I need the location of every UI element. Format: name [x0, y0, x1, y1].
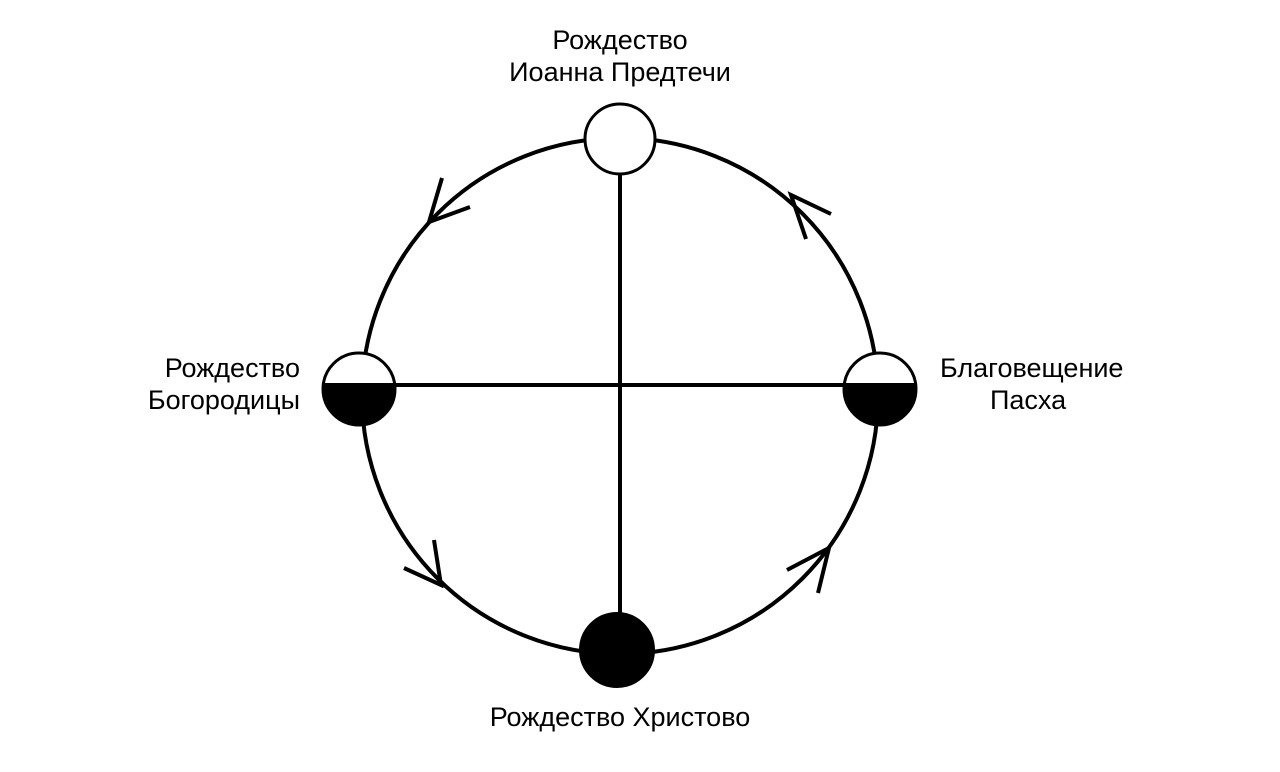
label-top-line-1: Рождество [552, 25, 688, 55]
node-right-half [842, 351, 918, 427]
label-right-line-1: Благовещение [940, 353, 1124, 383]
label-top-node: Рождество Иоанна Предтечи [420, 24, 820, 88]
label-right-node: Благовещение Пасха [940, 352, 1140, 416]
node-left-half [321, 351, 397, 427]
label-bottom-node: Рождество Христово [420, 701, 820, 733]
label-left-node: Рождество Богородицы [100, 352, 300, 416]
label-left-line-2: Богородицы [147, 385, 300, 415]
arrow-bottom-right [786, 544, 832, 594]
label-top-line-2: Иоанна Предтечи [509, 57, 731, 87]
arrow-right-top [787, 191, 832, 240]
node-bottom-black [579, 612, 655, 688]
arrow-top-left [425, 177, 471, 226]
label-left-line-1: Рождество [164, 353, 300, 383]
arrow-left-bottom [403, 539, 444, 589]
node-top-white [583, 102, 657, 176]
label-right-line-2: Пасха [990, 385, 1067, 415]
label-bottom-line-1: Рождество Христово [489, 702, 751, 732]
